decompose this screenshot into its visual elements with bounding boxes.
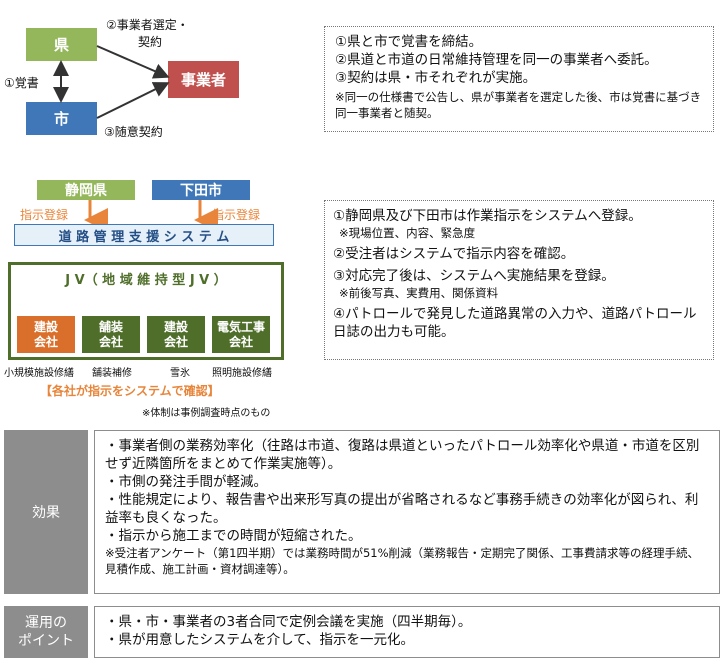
system-bar: 道 路 管 理 支 援 シ ス テ ム [14,224,274,246]
shimoda-label: 下田市 [180,183,222,199]
middle-note-1: ①静岡県及び下田市は作業指示をシステムへ登録。 [333,208,642,224]
ken-box: 県 [26,28,97,61]
company-name-4: 電気工事 会社 [216,319,265,349]
company-role-1: 小規模施設修繕 [4,368,74,379]
confirm-label: 【各社が指示をシステムで確認】 [40,384,220,398]
top-note-small: ※同一の仕様書で公告し、県が事業者を選定した後、市は覚書に基づき同一事業者と随契… [335,90,702,120]
middle-note-1-sub: ※現場位置、内容、緊急度 [339,226,476,240]
effect-sub: ※受注者アンケート（第1四半期）では業務時間が51%削減（業務報告・定期完了関係… [105,546,700,576]
shi-to-jigyosha-arrow [96,82,170,119]
company-name-3: 建設 会社 [163,319,188,349]
label-select: ②事業者選定・ [106,18,189,32]
effect-label-box: 効果 [4,430,88,594]
middle-note-2: ②受注者はシステムで指示内容を確認。 [333,246,575,262]
company-box-2: 舗装 会社 [82,316,140,353]
jv-title: J V（ 地 域 維 持 型 J V ） [65,273,227,288]
effect-box: ・事業者側の業務効率化（往路は市道、復路は県道といったパトロール効率化や県道・市… [94,430,720,594]
ken-to-jigyosha-arrow [96,45,170,79]
company-name-1: 建設 会社 [33,319,58,349]
company-name-2: 舗装 会社 [98,319,123,349]
middle-note-3: ③対応完了後は、システムへ実施結果を登録。 [333,268,615,284]
operation-label-box: 運用の ポイント [4,606,88,658]
shiji-right-label: 指示登録 [212,208,261,222]
company-role-4: 照明施設修繕 [212,368,272,379]
top-note-3: ③契約は県・市それぞれが実施。 [335,70,537,86]
effect-line-3: ・性能規定により、報告書や出来形写真の提出が省略されるなど事務手続きの効率化が図… [105,492,699,526]
middle-note-3-sub: ※前後写真、実費用、関係資料 [339,286,499,300]
label-zuii: ③随意契約 [104,125,163,139]
top-notes: ①県と市で覚書を締結。 ②県道と市道の日常維持管理を同一の事業者へ委託。 ③契約… [324,26,714,132]
effect-line-1: ・事業者側の業務効率化（往路は市道、復路は県道といったパトロール効率化や県道・市… [105,438,700,472]
effect-label: 効果 [32,505,60,521]
middle-notes: ①静岡県及び下田市は作業指示をシステムへ登録。 ※現場位置、内容、緊急度 ②受注… [324,200,714,360]
company-role-2: 舗装補修 [92,368,132,379]
shizuoka-label: 静岡県 [65,183,107,199]
label-select2: 契約 [138,35,163,49]
top-note-2: ②県道と市道の日常維持管理を同一の事業者へ委託。 [335,52,658,68]
effect-line-2: ・市側の発注手間が軽減。 [105,474,267,490]
shimoda-box: 下田市 [152,180,250,200]
effect-line-4: ・指示から施工までの時間が短縮された。 [105,528,362,544]
operation-line-1: ・県・市・事業者の3者合同で定例会議を実施（四半期毎）。 [105,614,472,630]
middle-note-4: ④パトロールで発見した道路異常の入力や、道路パトロール日誌の出力も可能。 [333,306,697,340]
company-role-3: 雪氷 [170,368,190,379]
shizuoka-box: 静岡県 [37,180,135,200]
shiji-left-label: 指示登録 [20,208,69,222]
company-box-4: 電気工事 会社 [212,316,270,353]
top-note-1: ①県と市で覚書を締結。 [335,34,483,50]
jigyosha-box: 事業者 [168,61,239,98]
company-box-3: 建設 会社 [147,316,205,353]
operation-line-2: ・県が用意したシステムを介して、指示を一元化。 [105,632,415,648]
label-memo: ①覚書 [4,76,39,90]
ken-label: 県 [53,36,69,54]
operation-box: ・県・市・事業者の3者合同で定例会議を実施（四半期毎）。 ・県が用意したシステム… [94,606,720,658]
footnote: ※体制は事例調査時点のもの [142,408,271,419]
operation-label: 運用の ポイント [18,615,74,649]
shi-box: 市 [26,102,97,135]
jigyosha-label: 事業者 [180,71,226,89]
system-label: 道 路 管 理 支 援 シ ス テ ム [58,229,230,245]
shi-label: 市 [53,110,69,128]
company-box-1: 建設 会社 [17,316,75,353]
